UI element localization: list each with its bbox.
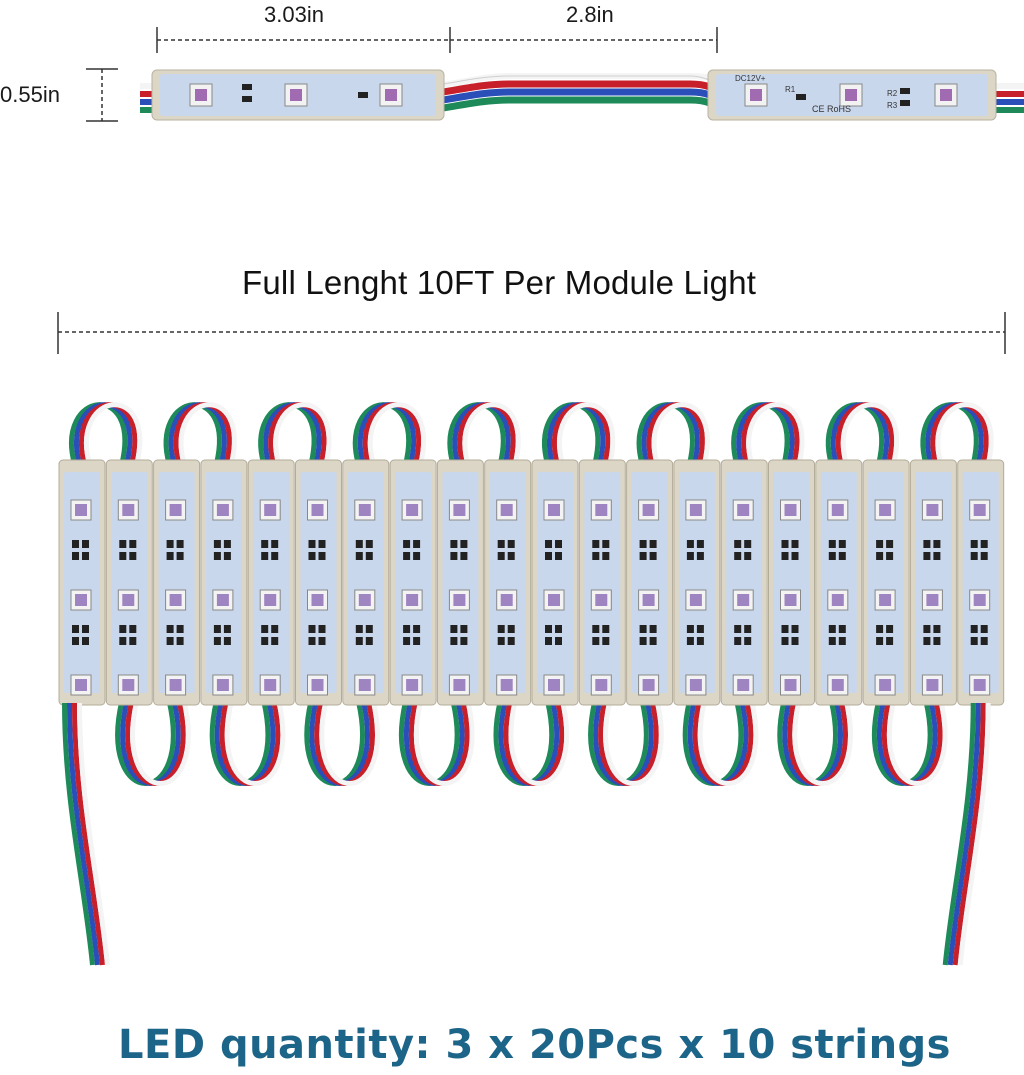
headline: Full Lenght 10FT Per Module Light (242, 264, 757, 301)
module-right-cert: CE RoHS (812, 104, 851, 114)
led-module (909, 459, 957, 706)
module-row (58, 459, 1005, 706)
led-module (342, 459, 390, 706)
bottom-wire-loop (777, 700, 853, 786)
bottom-wire-loop (588, 700, 664, 786)
bottom-wire-loop (209, 700, 286, 786)
led-module (247, 459, 295, 706)
led-quantity-caption: LED quantity: 3 x 20Pcs x 10 strings (118, 1022, 951, 1068)
led-module (862, 459, 910, 706)
module-right-r1: R1 (785, 85, 796, 94)
dimension-line-wire-length (450, 27, 718, 53)
led-module (153, 459, 201, 706)
bottom-wire-loops (115, 700, 948, 786)
connecting-wires (429, 73, 727, 114)
top-wire-loop (636, 402, 710, 465)
module-height-label: 0.55in (0, 82, 60, 107)
bottom-wire-loop (304, 700, 380, 786)
top-wire-loop (163, 402, 237, 465)
led-module (578, 459, 626, 706)
led-module (295, 459, 342, 706)
right-end-lead (942, 702, 991, 966)
led-module (531, 459, 579, 706)
top-wire-loop (69, 402, 143, 465)
led-module (105, 459, 153, 706)
wire-length-label: 2.8in (566, 2, 614, 27)
bottom-wire-loop (682, 700, 759, 786)
led-module (626, 459, 674, 706)
led-module (957, 459, 1005, 706)
led-module (200, 459, 248, 706)
bottom-wire-loop (871, 700, 948, 786)
led-module (815, 459, 863, 706)
led-module (484, 459, 532, 706)
led-module (673, 459, 721, 706)
led-module-right: DC12V+ R1 CE RoHS R2 R3 (707, 69, 997, 121)
top-wire-loop (825, 402, 899, 465)
top-wire-loop (542, 402, 616, 465)
module-right-voltage-print: DC12V+ (735, 74, 766, 83)
top-wire-loop (258, 402, 332, 465)
dimension-line-module-length (156, 27, 451, 53)
dimension-line-module-height (86, 68, 118, 122)
end-lead-wires (62, 702, 991, 966)
led-module (389, 459, 437, 706)
bottom-wire-loop (398, 700, 475, 786)
module-length-label: 3.03in (264, 2, 324, 27)
module-right-r3: R3 (887, 101, 898, 110)
top-wire-loop (920, 402, 994, 465)
top-wire-loop (352, 402, 426, 465)
left-end-lead (62, 702, 110, 966)
led-module (58, 459, 106, 706)
dimension-line-full-length (57, 312, 1006, 354)
module-right-r2: R2 (887, 89, 898, 98)
top-wire-loop (731, 402, 805, 465)
led-module (768, 459, 815, 706)
top-wire-loops (69, 402, 994, 465)
bottom-wire-loop (115, 700, 191, 786)
top-wire-loop (447, 402, 521, 465)
led-module (720, 459, 768, 706)
right-stub-wires (992, 83, 1024, 113)
module-array-illustration (58, 402, 1005, 966)
module-pair-illustration: DC12V+ R1 CE RoHS R2 R3 (140, 69, 1024, 121)
led-module-left (151, 69, 445, 121)
led-module (436, 459, 484, 706)
bottom-wire-loop (493, 700, 570, 786)
